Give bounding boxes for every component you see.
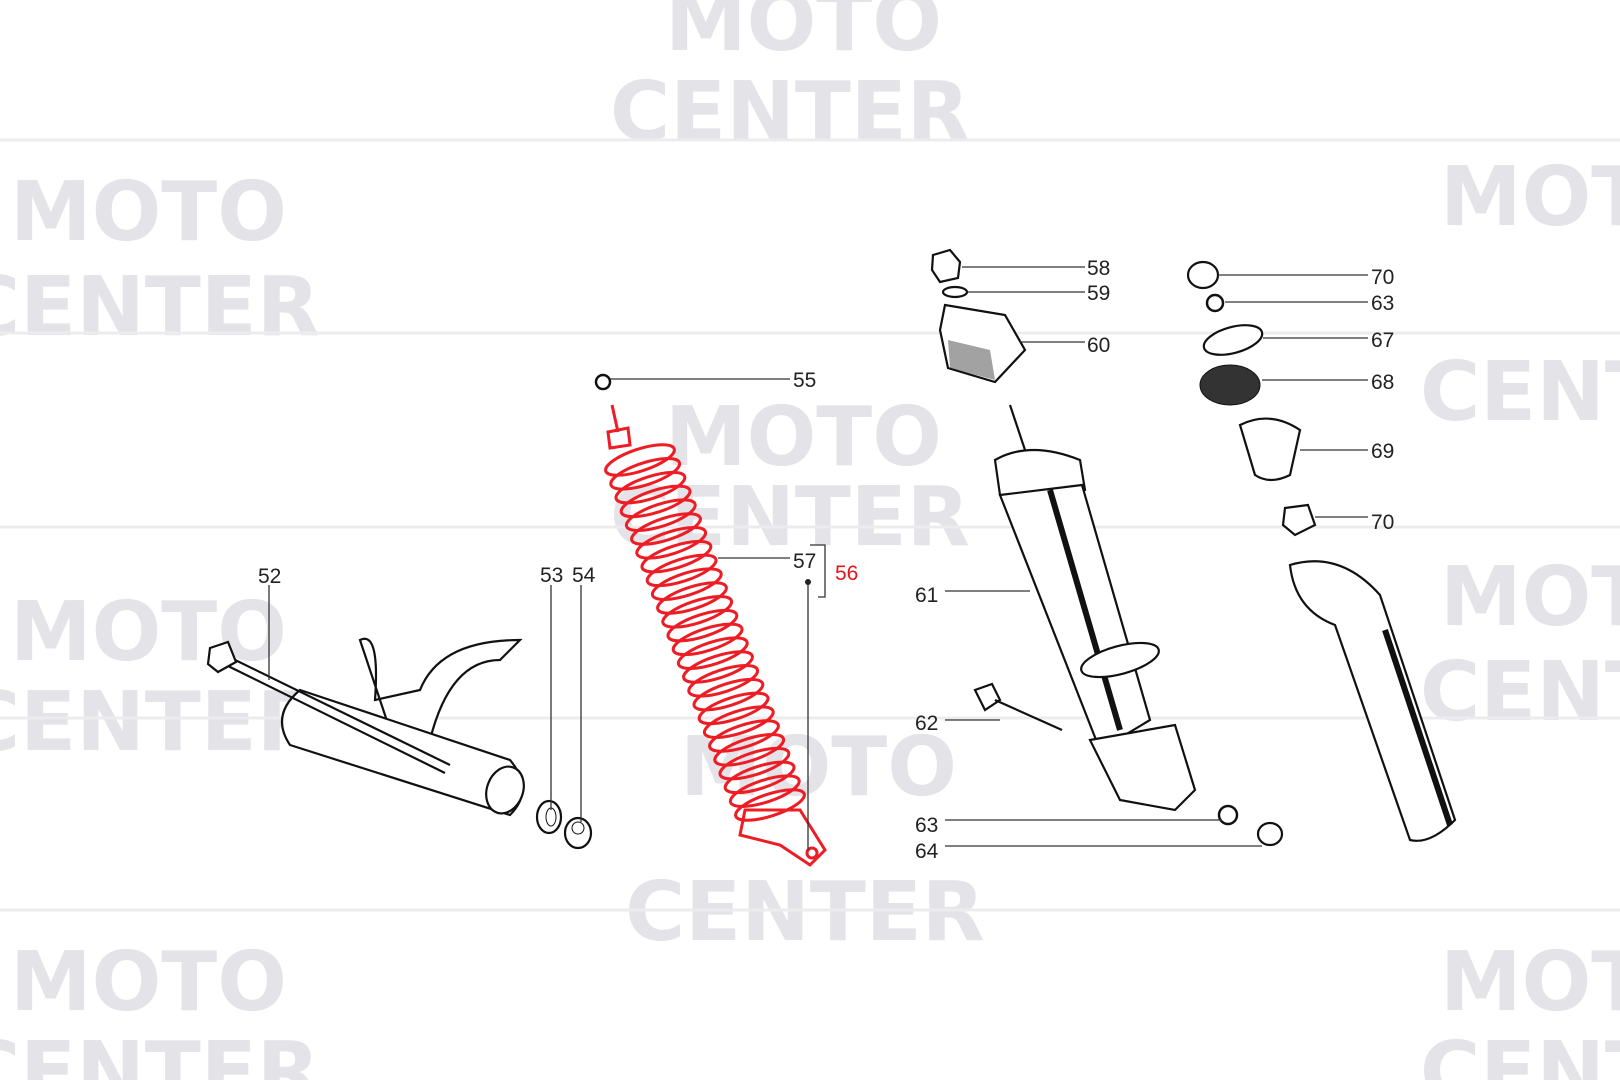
swing-arm-part — [206, 637, 525, 817]
callout-64: 64 — [915, 840, 939, 863]
callout-70: 70 — [1371, 511, 1394, 534]
spring-coil — [666, 608, 739, 643]
spring-coil — [692, 677, 765, 712]
spring-coil — [697, 691, 770, 726]
watermark-text: CENTER — [610, 65, 970, 160]
watermark-text: CENTER — [0, 260, 320, 355]
spring-coil — [630, 512, 702, 546]
callout-62: 62 — [915, 712, 938, 735]
spring-coil — [687, 664, 760, 698]
callout-52: 52 — [258, 565, 281, 588]
spring-coil — [609, 457, 682, 491]
spring-coil — [624, 498, 697, 532]
watermark-text: CENTER — [625, 865, 985, 960]
callout-58: 58 — [1087, 257, 1110, 280]
watermark-text: CENTER — [0, 675, 320, 770]
callout-67: 67 — [1371, 329, 1394, 352]
watermark-text: MOTO — [10, 165, 287, 260]
watermark-text: MOTO — [1440, 150, 1620, 245]
spring-coil — [635, 526, 708, 560]
spring-coil — [614, 470, 687, 505]
clip-63 — [1217, 804, 1239, 826]
spring-coil — [676, 636, 749, 670]
spring-coil — [723, 760, 796, 795]
bolt-62 — [973, 682, 1063, 732]
watermark-text: MOTO — [10, 585, 287, 680]
watermark-text: CENTER — [0, 1025, 320, 1080]
callout-54: 54 — [572, 564, 596, 587]
clip-55 — [594, 373, 612, 391]
rear-shock-highlighted — [604, 404, 827, 867]
leader-lines — [268, 266, 1368, 850]
watermark-text: MOTO — [665, 390, 942, 485]
spring-coil — [718, 746, 791, 781]
nut-64 — [1256, 821, 1284, 847]
watermark-text: MOTO — [1440, 935, 1620, 1030]
spring-coil — [682, 650, 754, 684]
spring-coil — [708, 719, 780, 753]
spring-coil — [619, 484, 692, 519]
watermark-text: MOTO — [10, 935, 287, 1030]
callout-56: 56 — [835, 562, 858, 585]
callout-labels: 52 53 54 55 56 57 58 59 60 61 62 63 64 7… — [258, 257, 1394, 863]
callout-63: 63 — [1371, 292, 1394, 315]
spring-coil — [645, 553, 718, 588]
spring-coil — [661, 595, 734, 629]
callout-57: 57 — [793, 550, 816, 573]
spring-coil — [656, 581, 728, 615]
watermark-text: CENTER — [1420, 645, 1620, 740]
spring-coil — [640, 539, 713, 574]
shock-absorber-61 — [930, 248, 1197, 812]
spring-coil — [734, 788, 806, 822]
spring-coil — [713, 733, 786, 767]
spring-coil — [650, 567, 723, 601]
callout-70: 70 — [1371, 266, 1394, 289]
watermark-text: MOTO — [665, 0, 942, 70]
callout-53: 53 — [540, 564, 563, 587]
shock-absorber-right — [1186, 260, 1457, 842]
washer-53 — [535, 799, 563, 835]
callout-61: 61 — [915, 584, 938, 607]
watermark-text: MOTO — [1440, 550, 1620, 645]
callout-69: 69 — [1371, 440, 1394, 463]
callout-55: 55 — [793, 369, 816, 392]
spring-coil — [702, 705, 775, 739]
callout-59: 59 — [1087, 282, 1110, 305]
callout-68: 68 — [1371, 371, 1394, 394]
watermark-text: CENTER — [1420, 1025, 1620, 1080]
spring-coil — [671, 622, 744, 657]
callout-63: 63 — [915, 814, 938, 837]
callout-60: 60 — [1087, 334, 1110, 357]
spring-coil — [728, 774, 801, 808]
nut-54 — [563, 816, 593, 850]
watermark-text: CENTER — [1420, 345, 1620, 440]
spring-coil — [604, 443, 676, 477]
